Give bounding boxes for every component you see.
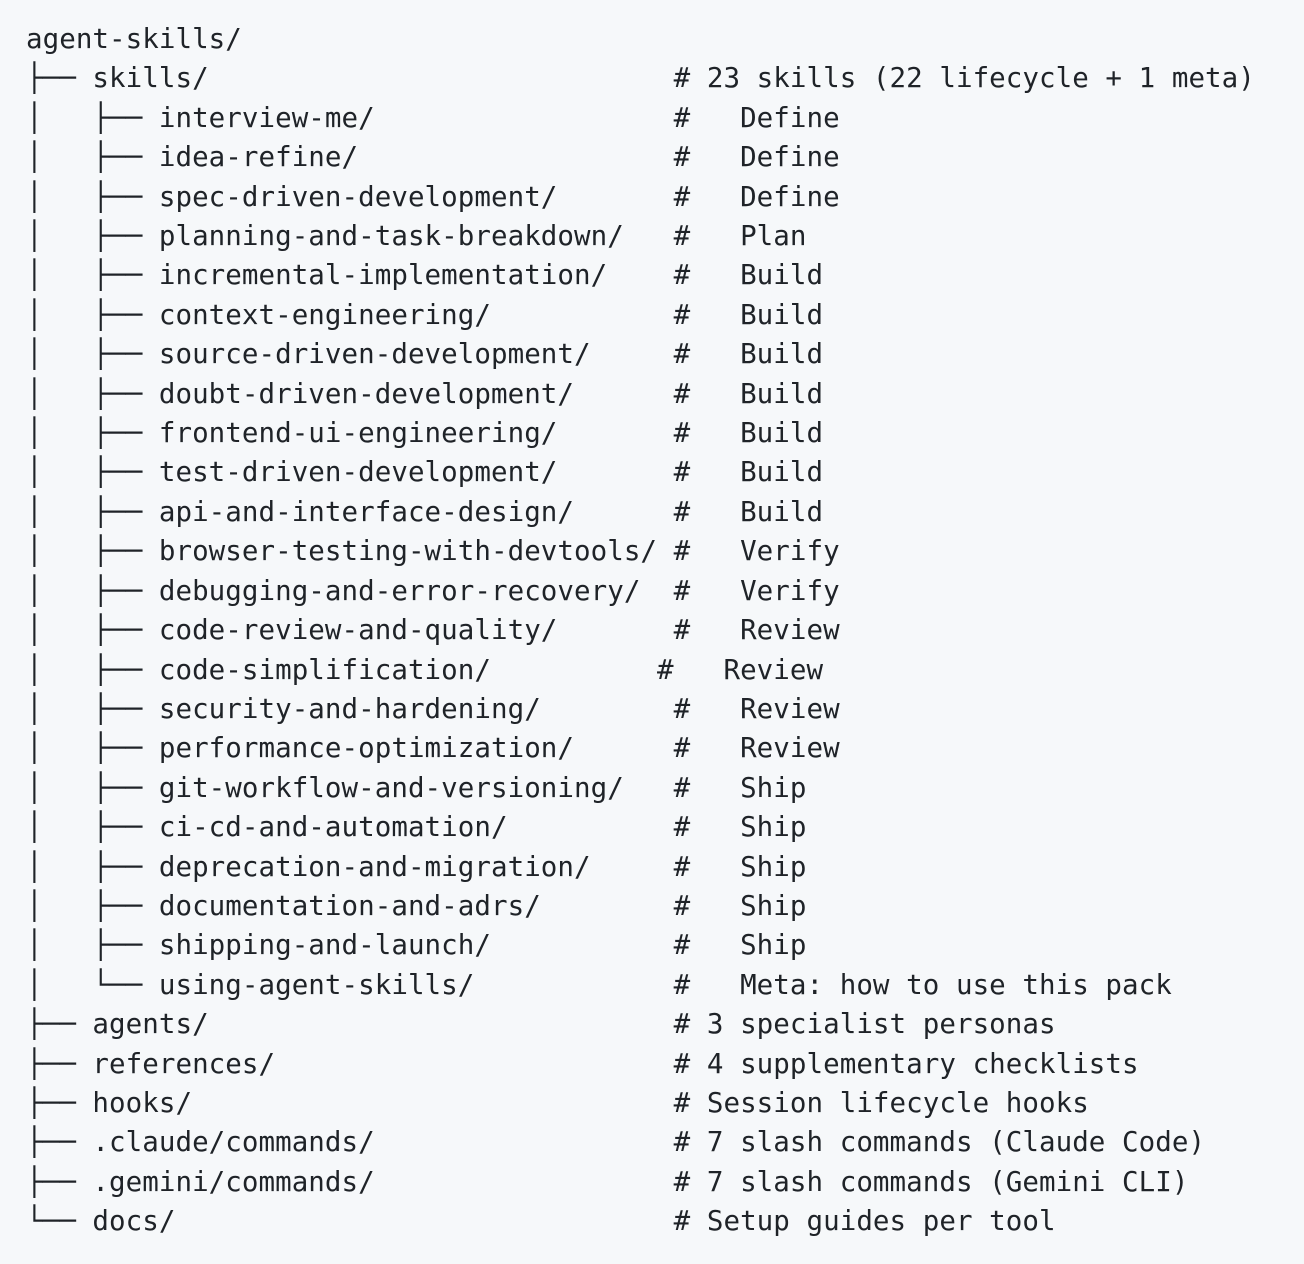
tree-line: │ ├── code-simplification/ # Review <box>26 653 824 686</box>
tree-line: │ ├── api-and-interface-design/ # Build <box>26 495 824 528</box>
tree-line: │ ├── performance-optimization/ # Review <box>26 732 840 765</box>
tree-line: ├── skills/ # 23 skills (22 lifecycle + … <box>26 62 1255 95</box>
tree-line: │ ├── incremental-implementation/ # Buil… <box>26 259 824 292</box>
tree-line: ├── agents/ # 3 specialist personas <box>26 1008 1056 1041</box>
tree-line: ├── hooks/ # Session lifecycle hooks <box>26 1086 1089 1119</box>
tree-line: │ ├── ci-cd-and-automation/ # Ship <box>26 811 807 844</box>
tree-line: │ └── using-agent-skills/ # Meta: how to… <box>26 968 1172 1001</box>
tree-line: ├── references/ # 4 supplementary checkl… <box>26 1047 1139 1080</box>
tree-line: ├── .claude/commands/ # 7 slash commands… <box>26 1126 1206 1159</box>
tree-line: │ ├── git-workflow-and-versioning/ # Shi… <box>26 771 807 804</box>
tree-line: │ ├── test-driven-development/ # Build <box>26 456 824 489</box>
tree-line: │ ├── frontend-ui-engineering/ # Build <box>26 417 824 450</box>
tree-line: │ ├── doubt-driven-development/ # Build <box>26 377 824 410</box>
tree-line: │ ├── deprecation-and-migration/ # Ship <box>26 850 807 883</box>
tree-line: └── docs/ # Setup guides per tool <box>26 1205 1056 1238</box>
tree-line: │ ├── debugging-and-error-recovery/ # Ve… <box>26 574 840 607</box>
tree-line: ├── .gemini/commands/ # 7 slash commands… <box>26 1165 1189 1198</box>
tree-line: │ ├── spec-driven-development/ # Define <box>26 180 840 213</box>
tree-line: │ ├── interview-me/ # Define <box>26 101 840 134</box>
tree-line: │ ├── planning-and-task-breakdown/ # Pla… <box>26 220 807 253</box>
tree-line: │ ├── code-review-and-quality/ # Review <box>26 614 840 647</box>
tree-line: │ ├── documentation-and-adrs/ # Ship <box>26 889 807 922</box>
tree-line: │ ├── shipping-and-launch/ # Ship <box>26 929 807 962</box>
tree-line: │ ├── browser-testing-with-devtools/ # V… <box>26 535 840 568</box>
tree-line: │ ├── security-and-hardening/ # Review <box>26 692 840 725</box>
tree-line: │ ├── context-engineering/ # Build <box>26 298 824 331</box>
tree-line: agent-skills/ <box>26 23 242 55</box>
tree-line: │ ├── source-driven-development/ # Build <box>26 338 824 371</box>
tree-line: │ ├── idea-refine/ # Define <box>26 141 840 174</box>
